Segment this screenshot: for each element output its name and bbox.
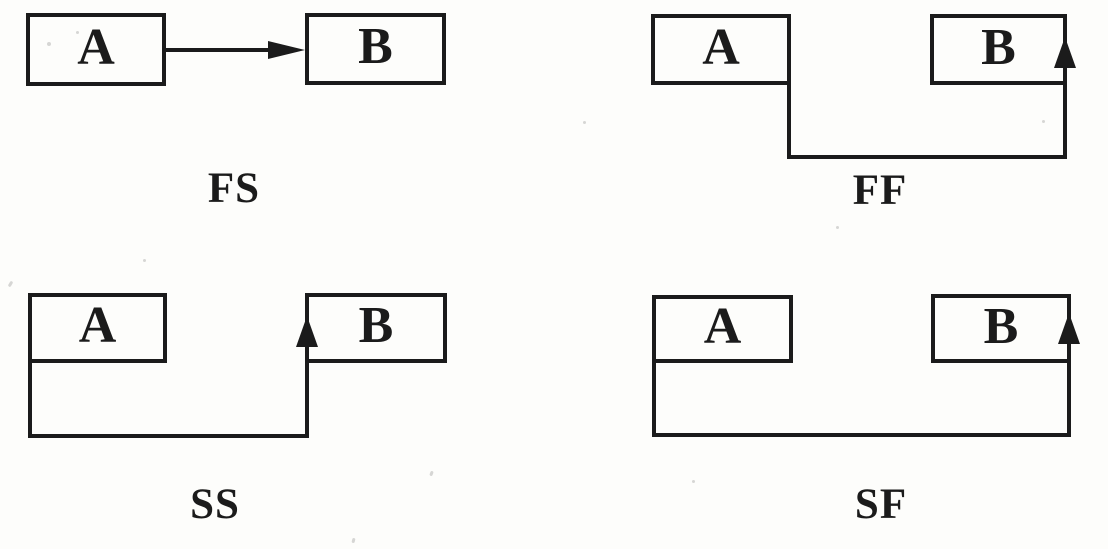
ff-type-label: FF [852,167,908,214]
ss-task-b-label: B [358,297,394,354]
scan-speck [143,259,146,262]
scan-speck [1042,120,1045,123]
ff-task-b-label: B [981,18,1016,76]
fs-type-label: FS [207,165,261,212]
ff-task-box-a: A [651,14,791,85]
ff-connector-bottom-line [787,155,1067,159]
ss-connector-rise-line [305,345,309,438]
scan-speck [76,31,79,34]
scan-speck [583,121,586,124]
scan-speck [692,480,695,483]
sf-connector-bottom-line [652,433,1071,437]
ss-connector-bottom-line [28,434,309,438]
sf-connector-drop-line [652,361,656,437]
ff-arrowhead-up-icon [1054,37,1076,68]
sf-task-a-label: A [703,298,742,355]
fs-task-box-b: B [305,13,446,85]
scan-speck [7,280,14,288]
ss-arrowhead-up-icon [296,316,318,347]
ff-task-box-b: B [930,14,1067,85]
fs-task-a-label: A [77,18,115,76]
ss-task-a-label: A [78,297,117,354]
scan-speck [836,226,839,229]
sf-connector-rise-line [1067,344,1071,437]
ss-type-label: SS [190,481,240,528]
ss-connector-drop-line [28,361,32,438]
ff-connector-rise-line [1063,66,1067,159]
sf-task-box-b: B [931,294,1071,363]
sf-type-label: SF [854,481,908,528]
sf-task-b-label: B [983,297,1019,355]
fs-connector-line [166,48,270,52]
ss-task-box-b: B [305,293,447,363]
sf-arrowhead-up-icon [1058,313,1080,344]
sf-task-box-a: A [652,295,793,363]
scan-speck [47,42,51,46]
scan-speck [351,537,356,544]
scan-speck [429,470,434,477]
fs-task-box-a: A [26,13,166,86]
ss-task-box-a: A [28,293,167,363]
ff-connector-drop-line [787,83,791,159]
fs-arrowhead-right-icon [268,41,305,59]
fs-task-b-label: B [358,18,393,75]
ff-task-a-label: A [702,18,740,76]
